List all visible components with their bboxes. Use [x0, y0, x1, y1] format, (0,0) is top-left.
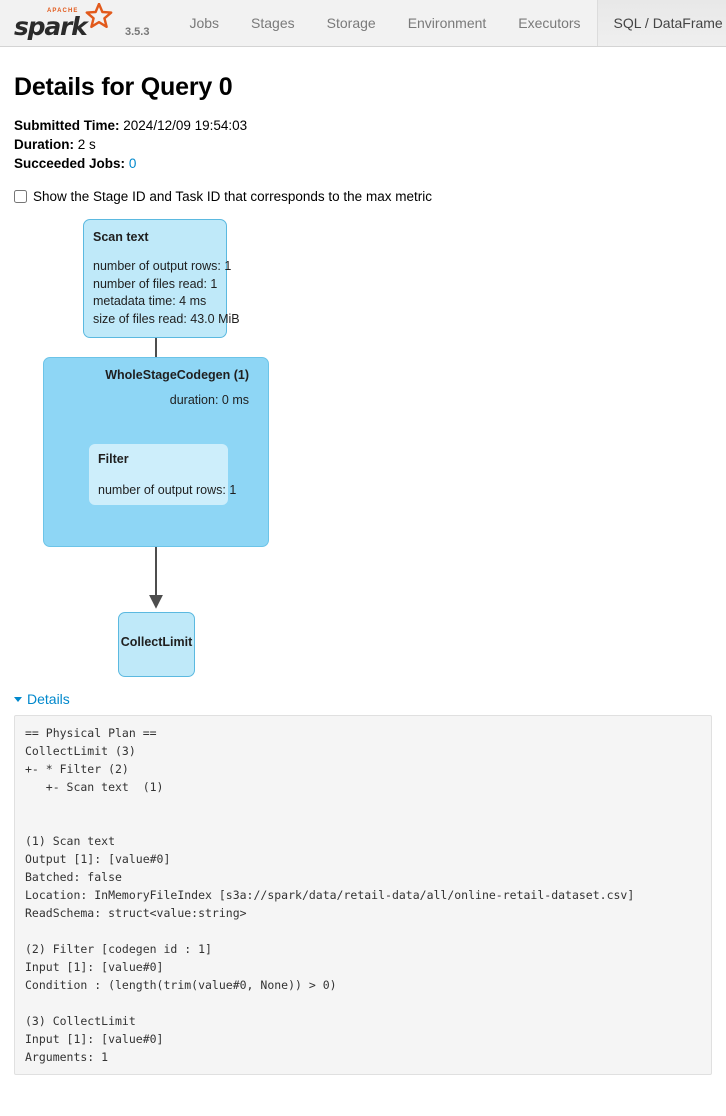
submitted-time-row: Submitted Time: 2024/12/09 19:54:03 — [14, 116, 712, 135]
nav-tabs: Jobs Stages Storage Environment Executor… — [173, 0, 726, 46]
dag-node-filter[interactable]: Filter number of output rows: 1 — [88, 443, 237, 506]
show-stage-task-id-row[interactable]: Show the Stage ID and Task ID that corre… — [14, 189, 712, 204]
nav-tab-jobs[interactable]: Jobs — [189, 15, 220, 31]
dag-node-wholestagecodegen[interactable]: WholeStageCodegen (1) duration: 0 ms Fil… — [43, 357, 269, 547]
spark-wordmark: spark — [14, 12, 88, 41]
dag-node-scan-text-title: Scan text — [93, 230, 149, 244]
star-icon — [85, 3, 113, 29]
caret-down-icon — [14, 696, 22, 702]
page-title: Details for Query 0 — [14, 73, 233, 101]
dag-node-scan-text-metrics: number of output rows: 1 number of files… — [93, 258, 240, 328]
dag-node-filter-title: Filter — [98, 452, 129, 466]
dag-node-collectlimit[interactable]: CollectLimit — [118, 612, 195, 677]
spark-logo: APACHE spark — [14, 3, 118, 41]
scan-metric-output-rows: number of output rows: 1 — [93, 259, 232, 273]
scan-metric-size-files-read: size of files read: 43.0 MiB — [93, 311, 240, 326]
dag-node-scan-text[interactable]: Scan text number of output rows: 1 numbe… — [83, 219, 240, 338]
nav-tab-executors[interactable]: Executors — [518, 15, 581, 31]
apache-label: APACHE — [47, 8, 79, 14]
details-toggle-label: Details — [27, 691, 70, 707]
spark-version: 3.5.3 — [125, 26, 150, 38]
scan-metric-files-read: number of files read: 1 — [93, 276, 218, 291]
submitted-time-label: Submitted Time: — [14, 118, 120, 133]
submitted-time-value: 2024/12/09 19:54:03 — [123, 118, 248, 133]
dag-node-wholestagecodegen-title: WholeStageCodegen (1) — [105, 368, 249, 382]
dag-node-collectlimit-title: CollectLimit — [120, 635, 193, 649]
nav-tab-stages[interactable]: Stages — [251, 15, 295, 31]
top-navbar: APACHE spark 3.5.3 Jobs Stages Storage E… — [0, 0, 726, 47]
show-stage-task-id-checkbox[interactable] — [14, 190, 27, 203]
dag-node-filter-metric: number of output rows: 1 — [98, 483, 237, 497]
scan-metric-metadata-time: metadata time: 4 ms — [93, 294, 207, 308]
succeeded-jobs-row: Succeeded Jobs: 0 — [14, 154, 712, 173]
duration-row: Duration: 2 s — [14, 135, 712, 154]
nav-tab-environment[interactable]: Environment — [407, 15, 487, 31]
page-content: Details for Query 0 Submitted Time: 2024… — [0, 73, 726, 1075]
duration-value: 2 s — [77, 137, 96, 152]
dag-node-wholestagecodegen-duration: duration: 0 ms — [169, 393, 249, 407]
succeeded-jobs-label: Succeeded Jobs: — [14, 156, 126, 171]
spark-brand[interactable]: APACHE spark 3.5.3 — [0, 0, 149, 46]
duration-label: Duration: — [14, 137, 74, 152]
details-toggle[interactable]: Details — [14, 691, 70, 707]
show-stage-task-id-label: Show the Stage ID and Task ID that corre… — [33, 189, 432, 204]
succeeded-jobs-link[interactable]: 0 — [128, 156, 137, 171]
nav-tab-sql-dataframe[interactable]: SQL / DataFrame — [596, 0, 726, 46]
physical-plan-text: == Physical Plan == CollectLimit (3) +- … — [14, 715, 712, 1075]
query-dag-visualization: WholeStageCodegen (1) duration: 0 ms Fil… — [14, 214, 714, 689]
nav-tab-storage[interactable]: Storage — [326, 15, 376, 31]
